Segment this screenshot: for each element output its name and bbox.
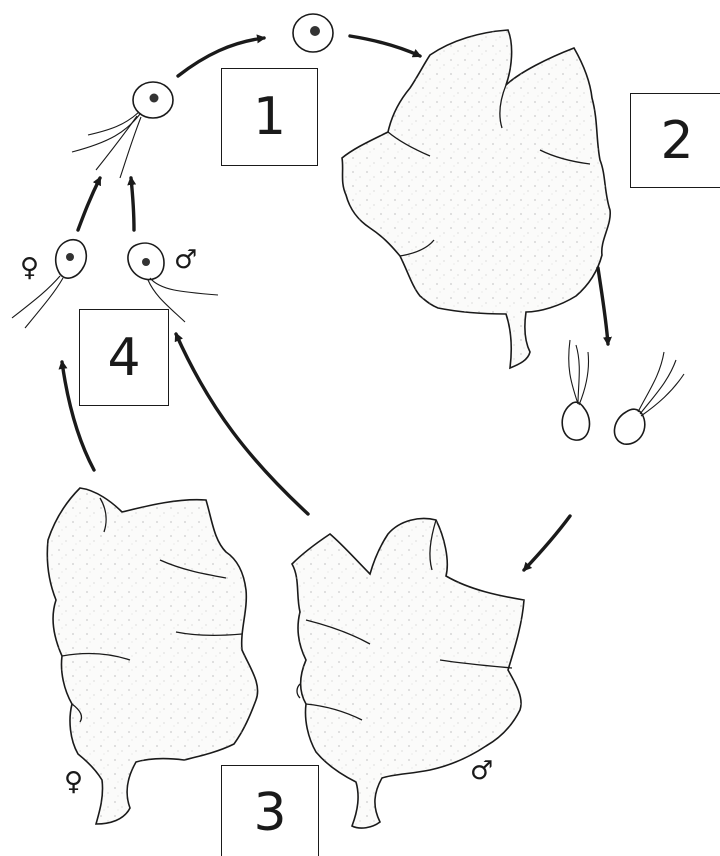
male-gamete — [127, 242, 219, 323]
female-gamete-symbol: ♀ — [20, 253, 40, 283]
male-gamete-symbol: ♂ — [174, 245, 198, 275]
female-gametophyte-thallus — [46, 487, 259, 825]
zygote-cell — [292, 13, 334, 53]
fused-gamete-cell — [71, 81, 174, 179]
female-gamete — [11, 238, 88, 329]
zoospore-right — [613, 351, 685, 445]
male-plant-symbol: ♂ — [470, 756, 494, 786]
arrow-male-plant-to-gamete — [174, 332, 310, 516]
cycle-arrows — [58, 34, 612, 572]
arrow-to-male-gametophyte — [522, 514, 572, 572]
stage-label-2: 2 — [630, 93, 720, 188]
stage-label-4: 4 — [79, 309, 169, 406]
arrow-male-gamete-up — [127, 176, 137, 232]
arrow-to-zoospores — [596, 266, 612, 346]
male-gametophyte-thallus — [291, 517, 525, 829]
stage-label-3: 3 — [221, 765, 319, 856]
stage-label-1: 1 — [221, 68, 318, 166]
arrow-female-plant-to-gamete — [58, 360, 96, 472]
arrow-female-gamete-up — [76, 176, 102, 232]
arrow-to-zygote — [176, 34, 266, 78]
female-plant-symbol: ♀ — [64, 767, 84, 797]
arrow-to-sporophyte — [348, 34, 422, 58]
sporophyte-thallus — [341, 29, 611, 370]
zoospore-left — [561, 339, 591, 441]
